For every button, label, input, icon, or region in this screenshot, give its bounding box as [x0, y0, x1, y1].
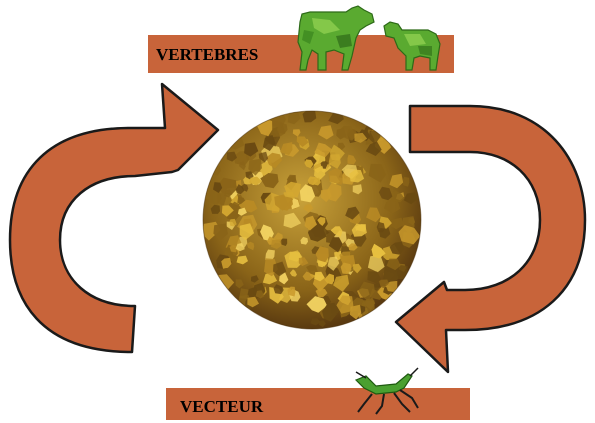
left-cycle-arrow [10, 84, 218, 352]
right-cycle-arrow [396, 106, 585, 372]
vector-label: VECTEUR [180, 397, 264, 416]
vertebrates-label: VERTEBRES [156, 45, 258, 64]
virus-particle-icon [202, 110, 421, 329]
